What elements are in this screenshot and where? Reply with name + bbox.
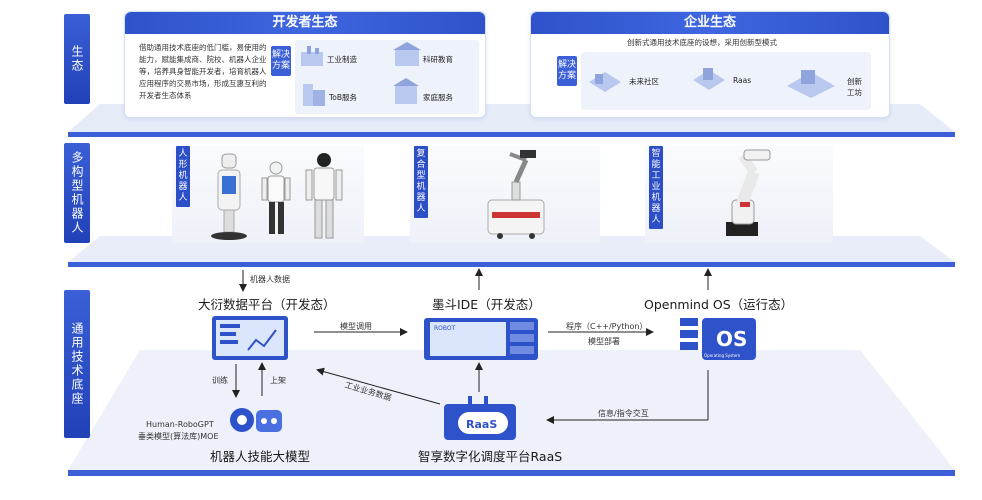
factory-icon xyxy=(301,46,323,66)
developer-building-icons xyxy=(301,42,421,106)
label-info-cmd: 信息/指令交互 xyxy=(598,409,649,418)
solution-tob: ToB服务 xyxy=(329,93,358,102)
humanoid-robot-small-icon xyxy=(261,161,291,234)
solution-industrial: 工业制造 xyxy=(327,55,357,64)
label-launch: 上架 xyxy=(270,376,286,385)
solution-education: 科研教育 xyxy=(423,55,453,64)
industrial-arm-icon xyxy=(726,149,771,236)
label-model-call: 模型调用 xyxy=(340,322,372,331)
office-icon xyxy=(303,84,325,106)
workshop-icon xyxy=(787,70,835,98)
label-program: 程序（C++/Python） xyxy=(566,322,648,331)
label-model-deploy: 模型部署 xyxy=(588,337,620,346)
solution-raas: Raas xyxy=(733,76,752,85)
solution-home: 家庭服务 xyxy=(423,93,453,102)
composite-label: 复合型机器人 xyxy=(414,146,428,218)
mobile-manipulator-icon xyxy=(487,150,545,239)
skill-model-title: 机器人技能大模型 xyxy=(210,449,311,464)
developer-eco-card: 开发者生态 借助通用技术底座的低门槛，易使用的能力，赋能集成商、院校、机器人企业… xyxy=(124,11,486,118)
raas-icon xyxy=(693,68,725,90)
raas-title: 智享数字化调度平台RaaS xyxy=(418,449,563,464)
data-platform-title: 大衍数据平台（开发态） xyxy=(198,297,336,312)
solution-innovation-workshop: 创新工坊 xyxy=(847,77,862,97)
layer-label-ecosystem: 生态 xyxy=(64,14,90,104)
layer-label-robots: 多构型机器人 xyxy=(64,143,90,243)
raas-badge-text: RaaS xyxy=(466,418,497,431)
enterprise-solution-panel: 未来社区 Raas 创新工坊 xyxy=(581,52,871,110)
enterprise-eco-card: 企业生态 创新式通用技术底座的设想，采用创新型模式 解决方案 未来社区 Raas… xyxy=(530,11,890,118)
school-icon xyxy=(393,42,421,66)
humanoid-label: 人形机器人 xyxy=(176,146,190,207)
ecosystem-plane-edge xyxy=(68,132,955,137)
os-badge-text: OS xyxy=(716,327,747,351)
robots-plane-edge xyxy=(68,262,955,267)
kiosk-robot-icon xyxy=(211,153,247,240)
arrow-industry-data xyxy=(316,367,441,405)
enterprise-eco-description: 创新式通用技术底座的设想，采用创新型模式 xyxy=(627,38,777,47)
os-title: Openmind OS（运行态） xyxy=(644,297,794,312)
developer-solution-tag: 解决方案 xyxy=(271,46,291,76)
developer-eco-description: 借助通用技术底座的低门槛，易使用的能力，赋能集成商、院校、机器人企业等，培养具身… xyxy=(139,43,267,100)
home-icon xyxy=(393,78,419,104)
label-train: 训练 xyxy=(212,376,228,385)
enterprise-solution-tag: 解决方案 xyxy=(557,56,577,86)
developer-eco-title: 开发者生态 xyxy=(125,12,485,34)
label-robot-data: 机器人数据 xyxy=(250,275,290,284)
os-sub-text: Operating System xyxy=(704,353,740,358)
enterprise-eco-title: 企业生态 xyxy=(531,12,889,34)
model-desc-line1: Human-RoboGPT xyxy=(146,420,214,429)
platform-plane-edge xyxy=(68,470,955,476)
community-icon xyxy=(589,72,621,92)
ide-badge-text: ROBOT xyxy=(434,325,456,332)
model-desc-line2: 垂类模型(算法库)MOE xyxy=(138,432,219,441)
developer-solution-panel: 工业制造 科研教育 ToB服务 家庭服务 xyxy=(295,40,479,114)
layer-label-platform: 通用技术底座 xyxy=(64,290,90,438)
humanoid-robot-large-icon xyxy=(305,153,343,239)
ide-title: 墨斗IDE（开发态） xyxy=(432,297,541,312)
solution-future-community: 未来社区 xyxy=(629,77,659,86)
industrial-label: 智能工业机器人 xyxy=(649,146,663,229)
enterprise-building-icons xyxy=(589,68,835,98)
